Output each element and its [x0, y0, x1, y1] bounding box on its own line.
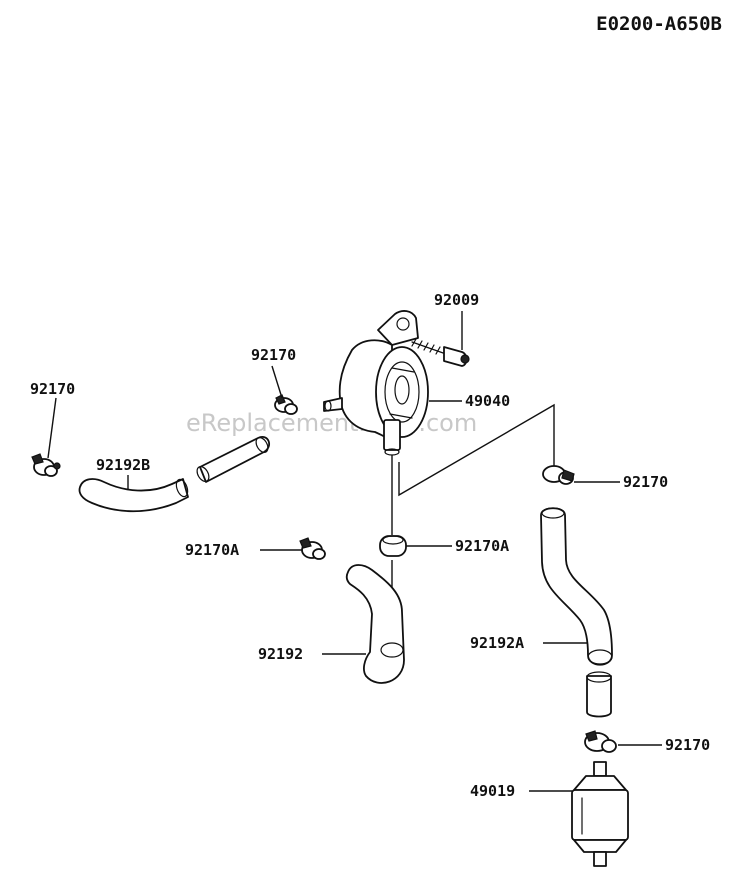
clamp-filter-part[interactable] [584, 730, 617, 753]
clamp-left-part[interactable] [31, 453, 61, 477]
label-hose-right: 92192A [470, 634, 524, 652]
label-hose-left: 92192B [96, 456, 150, 474]
label-clamp-pump-inlet: 92170 [251, 346, 296, 364]
hose-left-part[interactable] [78, 478, 190, 513]
hose-center-part[interactable] [345, 564, 405, 684]
label-clamp-right: 92170 [623, 473, 668, 491]
clamp-right-part[interactable] [542, 465, 575, 485]
fuel-filter-part[interactable] [571, 761, 629, 867]
label-clamp-filter: 92170 [665, 736, 710, 754]
watermark: eReplacementParts.com [186, 409, 477, 437]
label-clamp-center-a: 92170A [455, 537, 509, 555]
leader-lines [47, 311, 662, 792]
label-screw: 92009 [434, 291, 479, 309]
label-pump: 49040 [465, 392, 510, 410]
clamp-center-a-part[interactable] [379, 535, 407, 557]
hose-right-part[interactable] [540, 507, 613, 666]
screw-part[interactable] [411, 338, 470, 367]
clamp-left-a-part[interactable] [299, 537, 326, 560]
fuel-pump-part[interactable] [323, 310, 429, 456]
diagram-code: E0200-A650B [596, 13, 722, 35]
label-clamp-left-a: 92170A [185, 541, 239, 559]
clamp-pump-inlet-part[interactable] [274, 394, 298, 415]
label-hose-center: 92192 [258, 645, 303, 663]
short-hose-part[interactable] [195, 436, 271, 484]
label-clamp-left: 92170 [30, 380, 75, 398]
routing-lines [391, 403, 555, 645]
label-filter: 49019 [470, 782, 515, 800]
short-hose-right-part[interactable] [586, 671, 612, 718]
